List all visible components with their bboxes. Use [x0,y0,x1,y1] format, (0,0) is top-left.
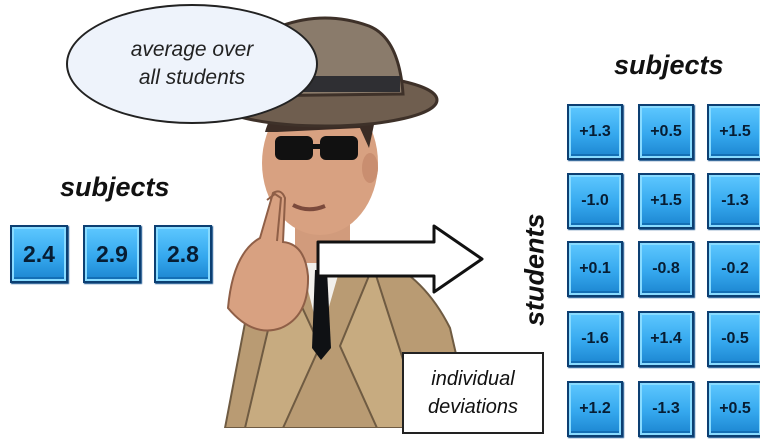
mouth-shape [292,203,326,212]
deviation-caption: individual deviations [402,352,544,434]
deviation-tile: +0.1 [567,241,623,297]
deviation-tile: -1.3 [638,381,694,437]
right-subjects-heading: subjects [614,50,724,80]
average-tile: 2.9 [83,225,141,283]
deviation-tile: +1.4 [638,311,694,367]
deviation-caption-line-1: individual [431,368,515,390]
deviation-tile: -0.2 [707,241,760,297]
thought-bubble: average over all students [66,4,318,124]
deviation-tile: -0.8 [638,241,694,297]
glasses-left [275,136,313,160]
finger-shape [266,192,283,242]
deviation-tile: -1.3 [707,173,760,229]
hand-shape [226,190,310,332]
deviation-tile: +0.5 [638,104,694,160]
glasses-bridge [311,144,321,149]
thought-bubble-line-2: all students [138,66,246,89]
tie-shape [312,270,331,360]
deviation-tile: +1.5 [707,104,760,160]
right-arrow-icon [316,224,484,294]
thought-bubble-line-1: average over [130,37,254,61]
deviation-tile: +1.2 [567,381,623,437]
students-heading: students [519,213,550,327]
deviation-tile: +1.5 [638,173,694,229]
deviation-tile: -0.5 [707,311,760,367]
deviation-tile: +1.3 [567,104,623,160]
deviation-caption-line-2: deviations [427,396,519,418]
deviation-tile: +0.5 [707,381,760,437]
glasses-right [320,136,358,160]
left-subjects-heading: subjects [60,172,170,202]
deviation-tile: -1.6 [567,311,623,367]
deviation-tile: -1.0 [567,173,623,229]
average-tile: 2.4 [10,225,68,283]
ear-shape [362,153,378,183]
average-tile: 2.8 [154,225,212,283]
